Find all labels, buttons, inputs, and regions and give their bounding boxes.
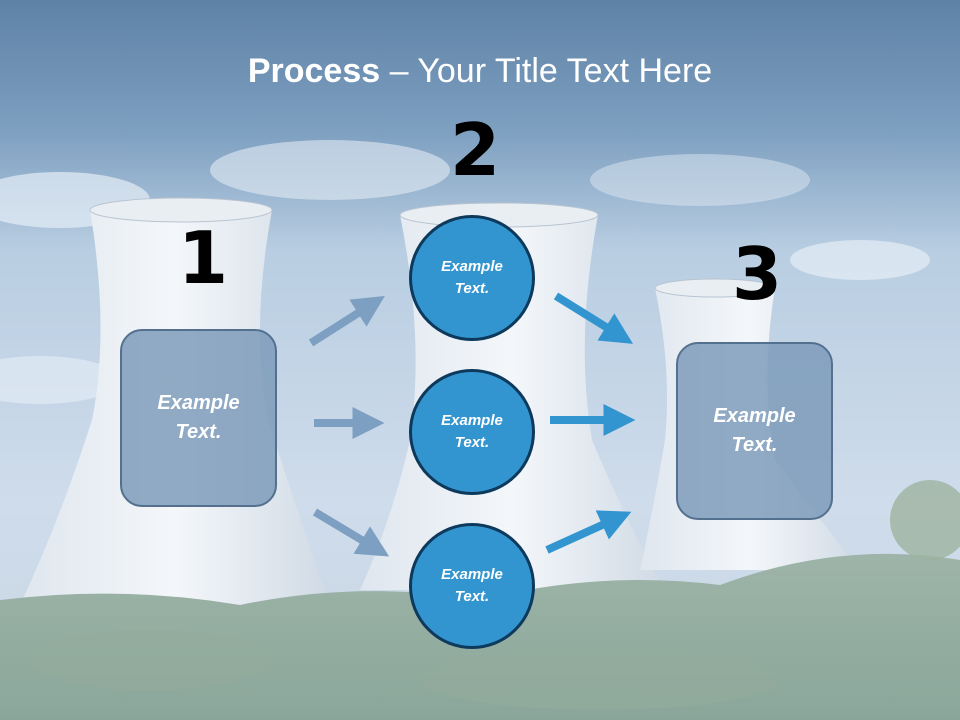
circle-1-line2: Text. <box>454 280 490 297</box>
circle-2-line1: Example <box>441 411 503 429</box>
arrow-1-to-top-circle <box>308 295 385 347</box>
step-number-1: 1 <box>178 216 229 300</box>
circle-2-line2: Text. <box>454 434 490 451</box>
circle-1-line1: Example <box>441 257 503 275</box>
arrow-1-to-bottom-circle <box>312 508 390 557</box>
arrow-top-circle-to-3 <box>553 292 634 344</box>
title-bold: Process <box>247 52 381 90</box>
step-number-2: 2 <box>450 108 501 192</box>
step-1-text-line1: Example <box>157 392 240 414</box>
slide-title: Process – Your Title Text Here <box>0 52 960 91</box>
arrow-bottom-circle-to-3 <box>545 510 632 554</box>
circle-3-line1: Example <box>441 565 503 583</box>
step-3-text-line1: Example <box>713 405 796 427</box>
circle-3-line2: Text. <box>454 588 490 605</box>
step-3-text-line2: Text. <box>731 434 778 456</box>
step-number-3: 3 <box>732 232 783 316</box>
step-1-text-line2: Text. <box>175 421 222 443</box>
title-rest: – Your Title Text Here <box>380 52 713 90</box>
